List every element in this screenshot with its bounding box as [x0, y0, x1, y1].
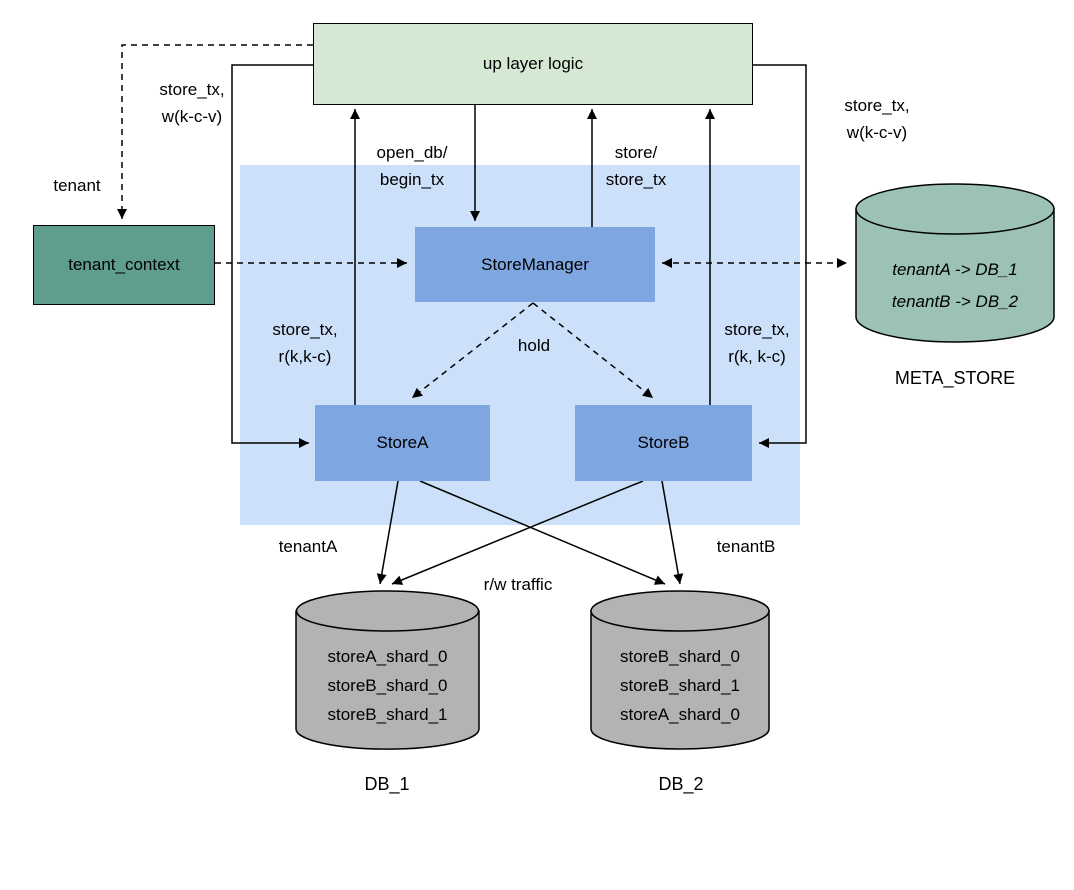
meta-mapping-line: tenantB -> DB_2	[891, 292, 1019, 311]
db-shard-line: storeA_shard_0	[327, 647, 448, 666]
label-rw-traffic: r/w traffic	[483, 575, 553, 594]
label-hold: hold	[517, 336, 551, 355]
db2-title: DB_2	[658, 774, 704, 794]
label-store-tx-read-left: store_tx, r(k,k-c)	[272, 320, 338, 366]
db1-title: DB_1	[364, 774, 410, 794]
db-shard-line: storeB_shard_1	[619, 676, 741, 695]
node-store-a: StoreA	[315, 405, 490, 481]
db2-shards: storeB_shard_0 storeB_shard_1 storeA_sha…	[590, 642, 770, 729]
meta-store-title: META_STORE	[894, 368, 1016, 388]
edge-store-a-to-db2	[419, 480, 666, 585]
edge-tenant-dashed	[117, 44, 313, 219]
label-store-tx-read-right: store_tx, r(k, k-c)	[724, 320, 790, 366]
node-up-layer-logic: up layer logic	[313, 23, 753, 105]
label-store-tx-write-right: store_tx, w(k-c-v)	[844, 96, 910, 142]
label-open-db-begin-tx: open_db/ begin_tx	[376, 143, 448, 189]
node-store-b: StoreB	[575, 405, 752, 481]
cylinder-shape-icon	[855, 183, 1055, 343]
label-tenant: tenant	[53, 176, 101, 195]
edge-store-b-to-db2	[661, 480, 684, 585]
db2-cylinder: storeB_shard_0 storeB_shard_1 storeA_sha…	[590, 590, 770, 750]
db-shard-line: storeB_shard_0	[619, 647, 741, 666]
node-tenant-context: tenant_context	[33, 225, 215, 305]
label-store-store-tx: store/ store_tx	[605, 143, 667, 189]
meta-store-mappings: tenantA -> DB_1 tenantB -> DB_2	[855, 254, 1055, 318]
db-shard-line: storeB_shard_1	[327, 705, 448, 724]
cylinder-shape-icon	[590, 590, 770, 750]
meta-mapping-line: tenantA -> DB_1	[892, 260, 1018, 279]
db1-shards: storeA_shard_0 storeB_shard_0 storeB_sha…	[295, 642, 480, 729]
meta-store-cylinder: tenantA -> DB_1 tenantB -> DB_2	[855, 182, 1055, 344]
edge-hold-store-b	[532, 302, 654, 399]
edge-hold-store-a	[411, 302, 534, 399]
edge-up-layer-to-store-a-left	[231, 64, 313, 448]
db-shard-line: storeB_shard_0	[327, 676, 448, 695]
node-store-manager: StoreManager	[415, 227, 655, 302]
db-shard-line: storeA_shard_0	[619, 705, 741, 724]
db1-cylinder: storeA_shard_0 storeB_shard_0 storeB_sha…	[295, 590, 480, 750]
label-tenant-a: tenantA	[278, 537, 338, 556]
label-tenant-b: tenantB	[716, 537, 776, 556]
label-store-tx-write-left: store_tx, w(k-c-v)	[159, 80, 225, 126]
edge-up-layer-to-store-b-right	[753, 64, 807, 448]
edge-store-b-to-db1	[391, 480, 644, 585]
cylinder-shape-icon	[295, 590, 480, 750]
edge-store-a-to-db1	[376, 480, 399, 585]
